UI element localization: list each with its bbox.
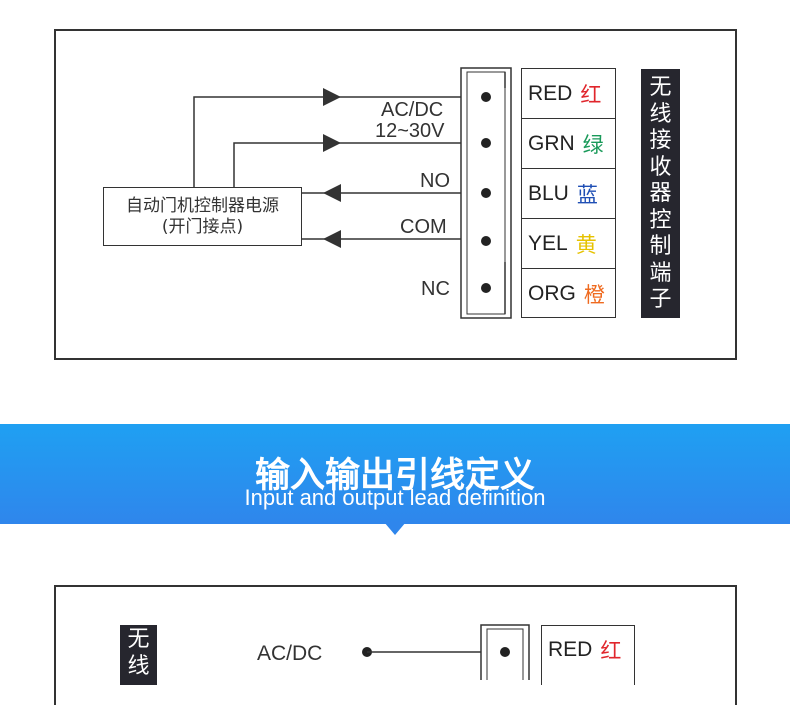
vtitle-char: 无 [649,75,672,100]
wire-cn: 红 [600,639,622,663]
wire-cn: 黄 [575,232,597,257]
bottom-wire-row-red: RED 红 [542,626,634,674]
vtitle-char: 子 [649,287,672,312]
wire-color-table: RED 红 GRN 绿 BLU 蓝 YEL 黄 ORG 橙 [521,68,616,318]
bottom-terminal-connector-inner [486,628,524,680]
pin-5 [481,283,491,293]
wire-row-org: ORG 橙 [522,269,615,319]
banner-pointer-icon [384,522,406,535]
wire-row-grn: GRN 绿 [522,119,615,169]
bottom-wire-color-table: RED 红 [541,625,635,685]
label-nc: NC [421,278,450,300]
pin-4 [481,236,491,246]
source-box-line1: 自动门机控制器电源 [126,196,279,216]
vtitle-char: 线 [127,653,150,679]
arrow-no-icon [323,184,341,202]
arrow-acdc-icon [323,88,341,106]
wire-row-blu: BLU 蓝 [522,169,615,219]
banner-subtitle: Input and output lead definition [244,485,546,510]
vtitle-char: 制 [649,234,672,259]
vtitle-char: 线 [649,101,672,127]
wire-row-red: RED 红 [522,69,615,119]
vtitle-char: 无 [127,627,150,652]
bottom-wiring-lines [362,624,530,680]
wire-code: RED [548,638,593,661]
label-com: COM [400,216,447,238]
pin-3 [481,188,491,198]
wire-cn: 绿 [582,132,604,157]
arrow-com-icon [323,230,341,248]
top-wiring-lines [193,67,512,319]
pin-2 [481,138,491,148]
vtitle-char: 端 [649,260,672,286]
door-controller-power-box: 自动门机控制器电源 (开门接点) [103,187,302,246]
section-banner [0,424,790,524]
pin-1 [481,92,491,102]
vtitle-char: 接 [649,128,672,153]
label-acdc: AC/DC [381,99,444,121]
bottom-label-acdc: AC/DC [257,642,323,665]
vtitle-char: 控 [649,207,672,233]
vtitle-char: 收 [649,154,672,180]
wire-code: ORG [528,282,576,305]
wire-cn: 橙 [583,283,605,307]
wire-code: RED [528,81,573,105]
bottom-receiver-title: 无 线 [120,625,157,685]
arrow-voltage-icon [323,134,341,152]
wire-code: GRN [528,131,575,155]
wire-code: YEL [528,231,568,255]
terminal-connector-inner [466,71,506,315]
wire-voltage-line [233,142,486,187]
receiver-terminal-title: 无 线 接 收 器 控 制 端 子 [641,69,680,318]
wire-cn: 蓝 [576,182,598,207]
banner-title: 输入输出引线定义 [254,456,535,496]
source-box-line2: (开门接点) [161,217,244,237]
bottom-pin-1 [500,647,510,657]
vtitle-char: 器 [649,181,672,206]
wire-acdc-line [193,96,486,187]
label-voltage: 12~30V [375,120,445,142]
wire-cn: 红 [580,82,602,107]
wire-row-yel: YEL 黄 [522,219,615,269]
wire-code: BLU [528,181,569,205]
label-no: NO [420,170,450,192]
